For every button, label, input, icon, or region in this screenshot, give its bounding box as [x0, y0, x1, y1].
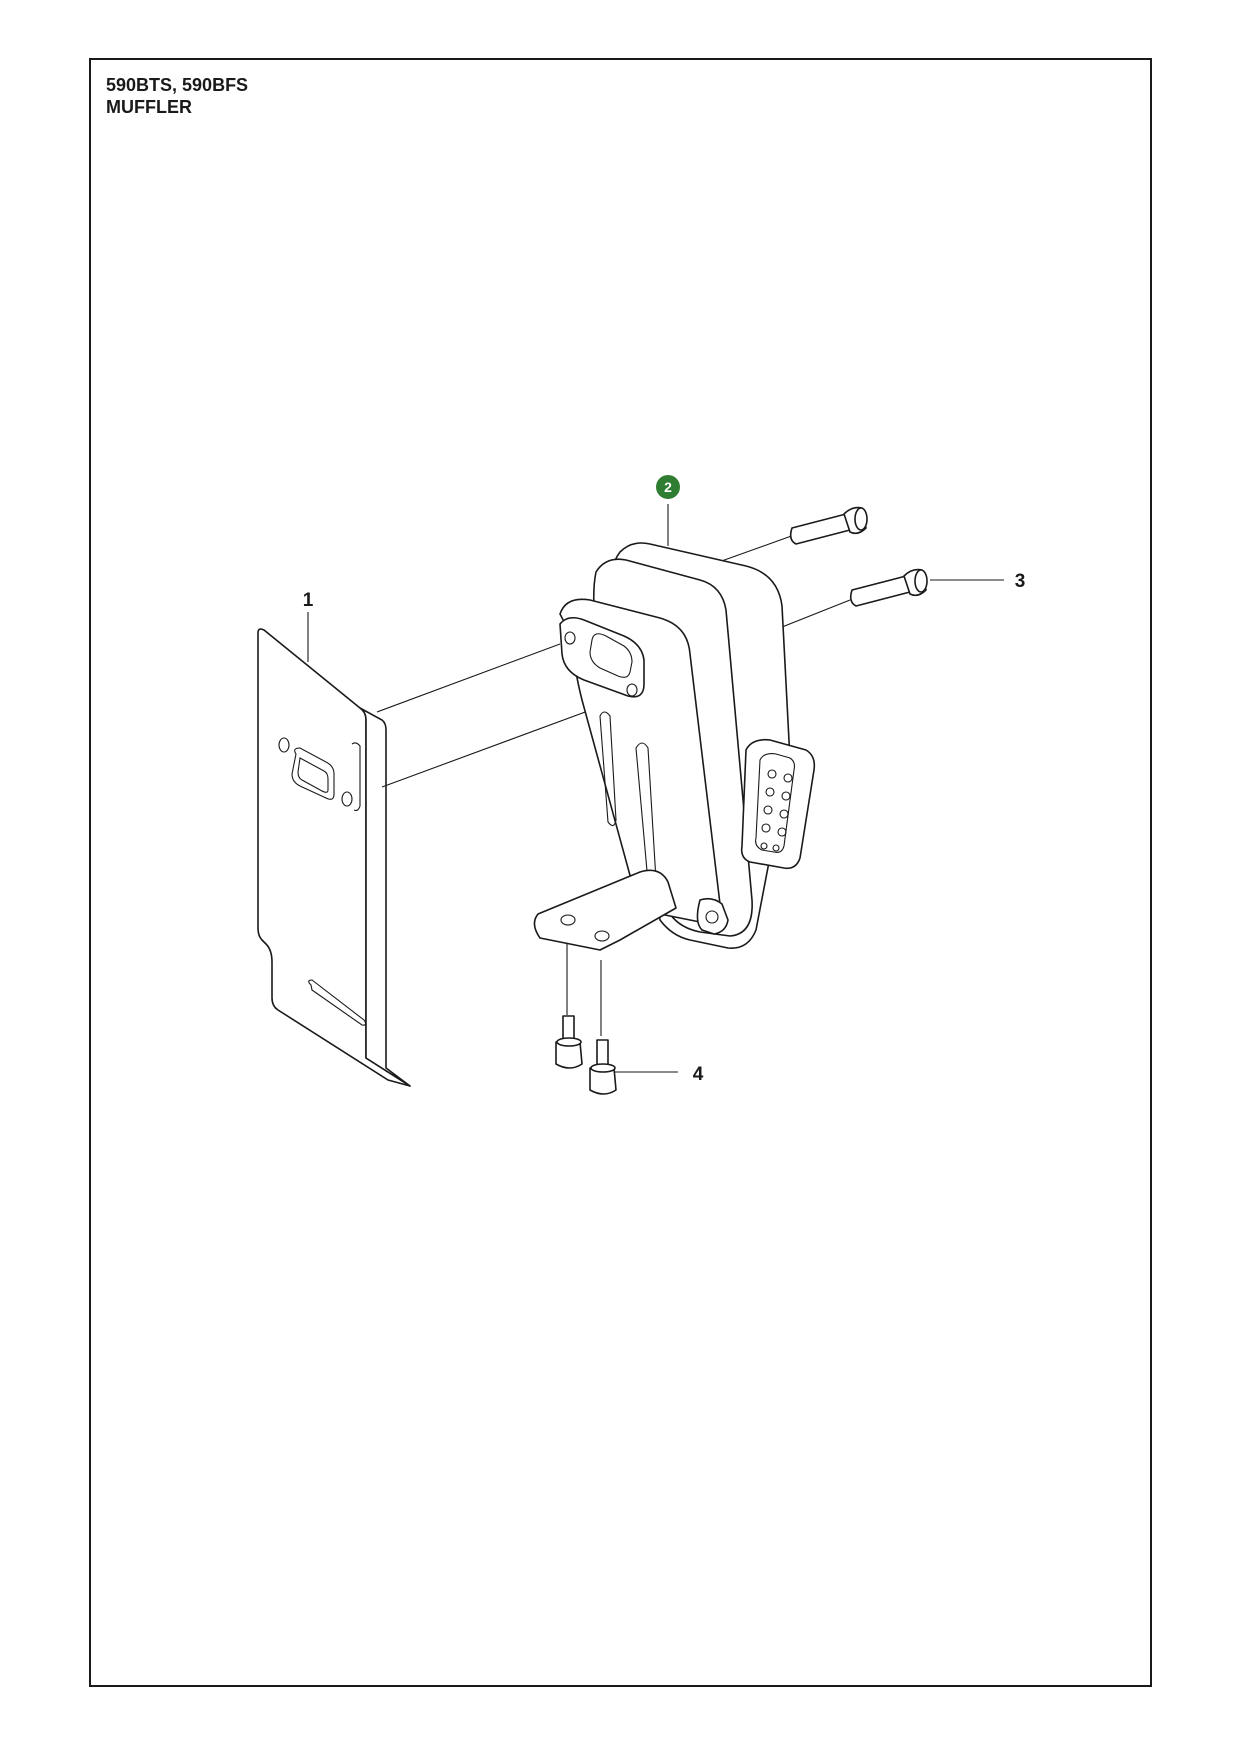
page-border	[89, 58, 1152, 1687]
callout-2-label: 2	[664, 479, 672, 495]
screws-part-4[interactable]	[555, 1015, 617, 1095]
heat-shield-part-1[interactable]	[257, 628, 411, 1087]
callout-2[interactable]: 2	[656, 475, 680, 499]
bolts-part-3[interactable]	[789, 506, 928, 607]
callout-3[interactable]: 3	[1015, 571, 1026, 592]
section-label: MUFFLER	[106, 97, 192, 117]
callout-leaders	[307, 504, 1004, 1073]
muffler-part-2[interactable]	[533, 542, 816, 951]
callout-4[interactable]: 4	[693, 1064, 704, 1085]
model-label: 590BTS, 590BFS	[106, 75, 249, 95]
callout-4-label: 4	[693, 1064, 704, 1085]
callout-2-badge-icon	[656, 475, 680, 499]
callout-3-label: 3	[1015, 571, 1026, 592]
diagram-title: 590BTS, 590BFS MUFFLER	[106, 74, 248, 118]
callout-1[interactable]: 1	[303, 590, 314, 611]
callout-1-label: 1	[303, 590, 314, 611]
